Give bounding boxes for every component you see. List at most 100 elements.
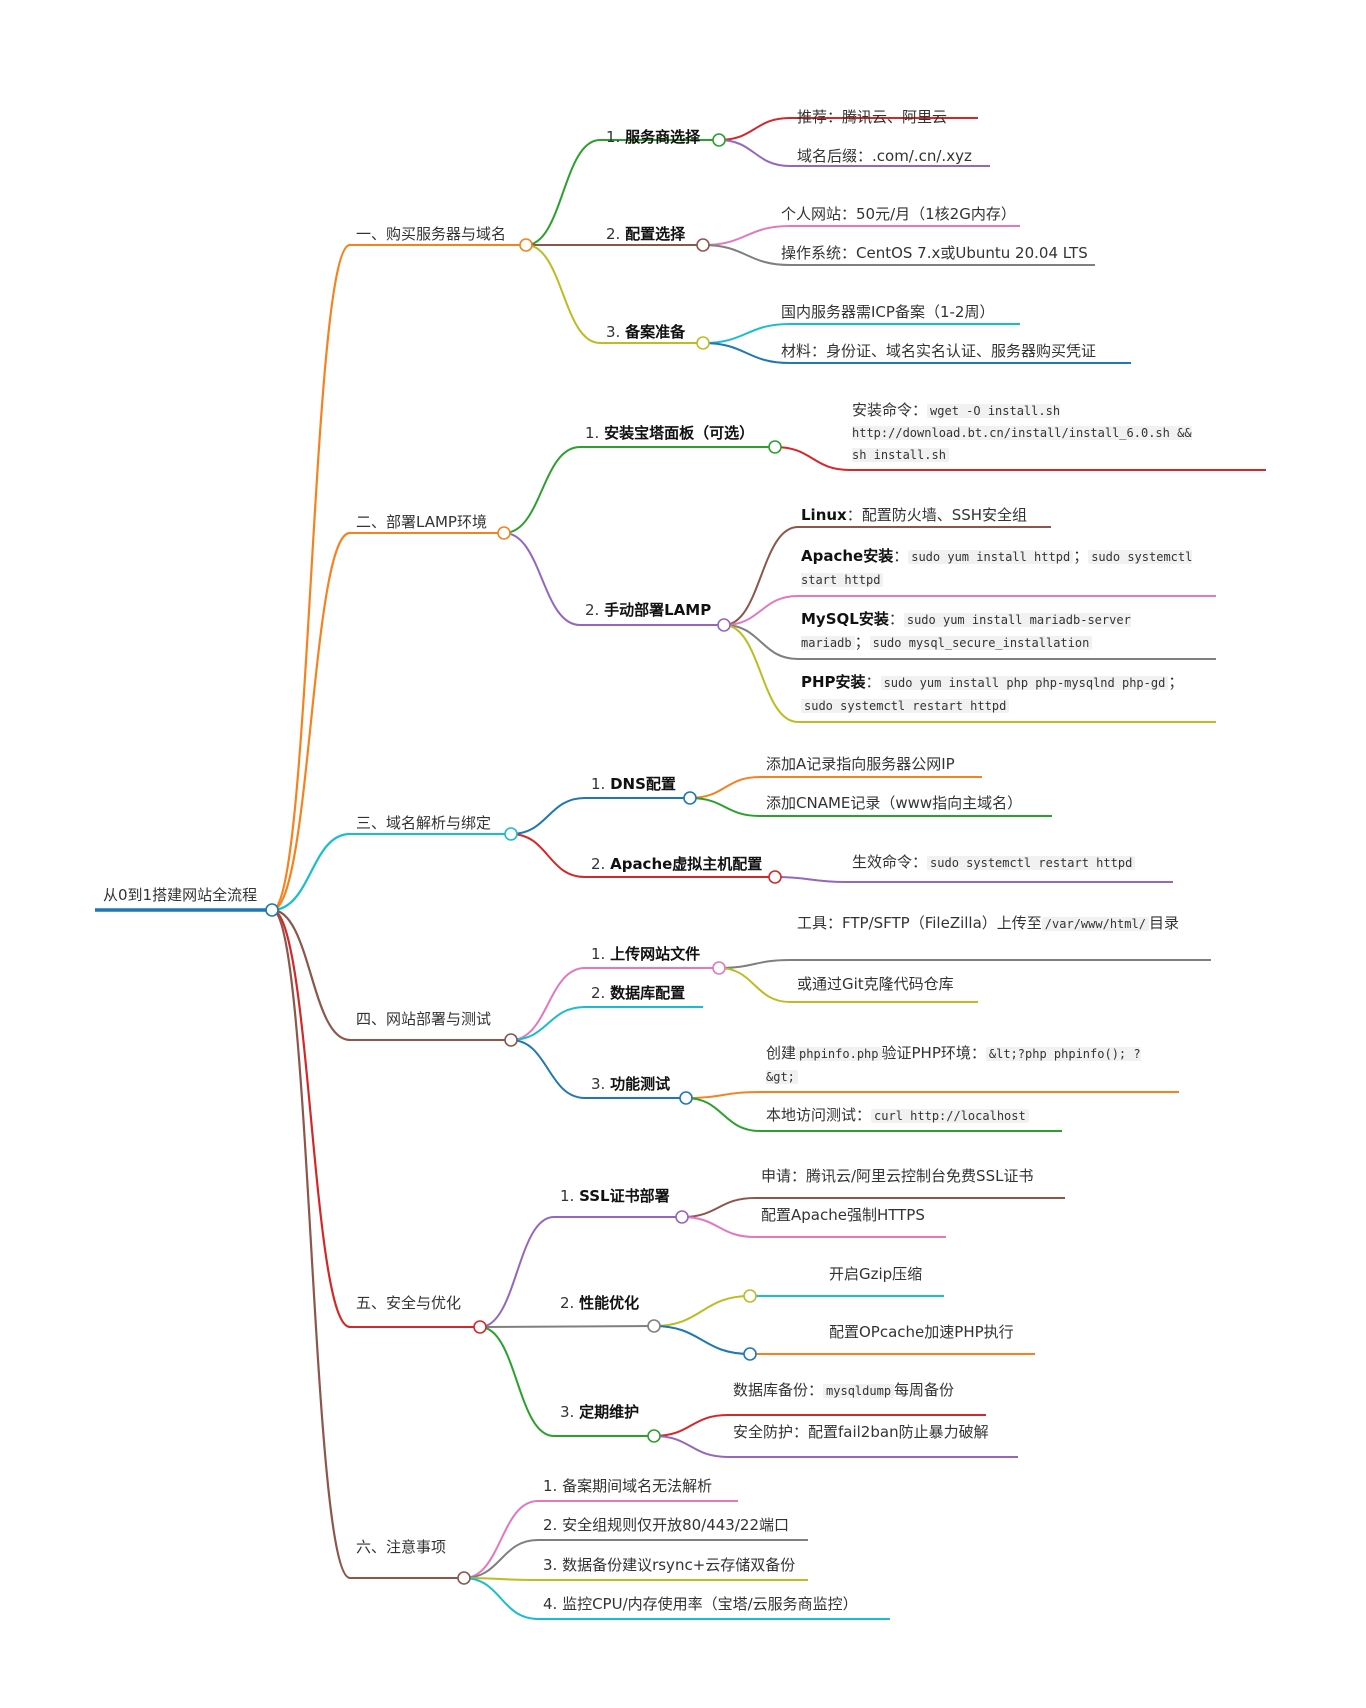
s3-n1-a: 添加A记录指向服务器公网IP	[766, 755, 955, 773]
s2-n2-label: 2. 手动部署LAMP	[585, 601, 712, 619]
sec3-root-edge	[271, 832, 351, 912]
s5n2-circle	[647, 1319, 661, 1333]
s4n1-edge	[510, 967, 586, 1041]
s4n3-circle	[679, 1091, 693, 1105]
s5-n2-b: 配置OPcache加速PHP执行	[829, 1323, 1014, 1341]
s1-n1-b: 域名后缀：.com/.cn/.xyz	[797, 147, 972, 165]
s2-n2-mysql: MySQL安装：sudo yum install mariadb-server …	[801, 610, 1131, 651]
s1n1-circle	[712, 133, 726, 147]
s1-n3-a: 国内服务器需ICP备案（1-2周）	[781, 303, 995, 321]
s6-item-1: 1. 备案期间域名无法解析	[543, 1477, 713, 1495]
s5n1-leaf-b	[681, 1216, 756, 1238]
s3-n1-label: 1. DNS配置	[591, 775, 676, 793]
s5n3-leaf-a	[653, 1414, 729, 1437]
s2-n1-label: 1. 安装宝塔面板（可选）	[585, 424, 755, 442]
s1-leaf-0-0	[718, 117, 791, 141]
s2n2-leaf-edge-3	[723, 624, 799, 723]
s5-n3-b: 安全防护：配置fail2ban防止暴力破解	[733, 1423, 989, 1441]
s5n2-leaf-a	[653, 1295, 751, 1327]
sec2-circle	[497, 526, 511, 540]
s1n3-edge	[525, 244, 601, 344]
section-6-label: 六、注意事项	[356, 1538, 447, 1556]
s4n1-circle	[712, 961, 726, 975]
s2-n2-php: PHP安装：sudo yum install php php-mysqlnd p…	[801, 673, 1184, 713]
s6-item-4: 4. 监控CPU/内存使用率（宝塔/云服务商监控）	[543, 1595, 858, 1613]
s3n2-leaf	[774, 876, 847, 883]
s2-n2-linux: Linux：配置防火墙、SSH安全组	[801, 506, 1028, 524]
s3n1-edge	[510, 797, 586, 835]
s1-n2-label: 2. 配置选择	[606, 225, 686, 243]
section-4-label: 四、网站部署与测试	[356, 1010, 492, 1028]
s3n1-leaf-b	[689, 797, 761, 817]
s1-leaf-2-0	[702, 323, 791, 344]
s5n3-leaf-b	[653, 1435, 729, 1458]
s4n1-leaf-a	[718, 959, 791, 969]
sec6-circle	[457, 1571, 471, 1585]
s2n1-circle	[768, 440, 782, 454]
s5n1-circle	[675, 1210, 689, 1224]
s2n2-circle	[717, 618, 731, 632]
s3-n1-b: 添加CNAME记录（www指向主域名）	[766, 794, 1023, 812]
s1-leaf-0-1	[718, 139, 791, 167]
s5n1-leaf-a	[681, 1197, 756, 1218]
s2-n1-cmd: 安装命令：wget -O install.sh http://download.…	[852, 401, 1192, 462]
s6-item-edge-0	[463, 1500, 539, 1579]
sec5-circle	[473, 1320, 487, 1334]
s4-n3-label: 3. 功能测试	[591, 1075, 671, 1093]
s5n3-circle	[647, 1429, 661, 1443]
s2n2-leaf-edge-1	[723, 595, 799, 626]
s5-n2-a: 开启Gzip压缩	[829, 1265, 923, 1283]
s4n2-edge	[510, 1006, 586, 1041]
s5-n1-b: 配置Apache强制HTTPS	[761, 1206, 925, 1224]
s6-item-edge-1	[463, 1539, 539, 1579]
sec1-root-edge	[271, 243, 351, 912]
section-5-label: 五、安全与优化	[356, 1294, 462, 1312]
s5n2-leaf-b	[653, 1325, 751, 1355]
s4-n1-a: 工具：FTP/SFTP（FileZilla）上传至/var/www/html/目…	[797, 914, 1179, 932]
sec1-circle	[519, 238, 533, 252]
section-2-label: 二、部署LAMP环境	[356, 513, 487, 531]
s6-item-3: 3. 数据备份建议rsync+云存储双备份	[543, 1556, 796, 1574]
s5n2a-circle	[743, 1289, 757, 1303]
s3-n2-label: 2. Apache虚拟主机配置	[591, 855, 763, 873]
s3n2-edge	[510, 833, 586, 878]
section-3-label: 三、域名解析与绑定	[356, 814, 492, 832]
s4-n1-b: 或通过Git克隆代码仓库	[797, 975, 954, 993]
s5-n3-label: 3. 定期维护	[560, 1403, 640, 1421]
sec6-root-edge	[271, 908, 351, 1580]
sec5-root-edge	[271, 908, 351, 1329]
s1-n1-label: 1. 服务商选择	[606, 128, 701, 146]
s4n3-leaf-b	[685, 1097, 761, 1132]
s4n3-edge	[510, 1039, 586, 1099]
s1-n1-a: 推荐：腾讯云、阿里云	[797, 108, 948, 126]
s1n3-circle	[696, 336, 710, 350]
s3n1-leaf-a	[689, 776, 761, 799]
sec2-root-edge	[271, 531, 351, 912]
s3n1-circle	[683, 791, 697, 805]
s4-n1-label: 1. 上传网站文件	[591, 945, 701, 963]
s1-leaf-1-1	[702, 244, 791, 266]
s5-n2-label: 2. 性能优化	[560, 1294, 640, 1312]
s5n3-edge	[479, 1326, 555, 1437]
s1n2-circle	[696, 238, 710, 252]
s5-n1-a: 申请：腾讯云/阿里云控制台免费SSL证书	[761, 1167, 1034, 1185]
s2n2-leaf-edge-0	[723, 526, 799, 626]
s5n1-edge	[479, 1216, 555, 1328]
section-1-label: 一、购买服务器与域名	[356, 225, 507, 243]
s5n2-underline	[479, 1325, 655, 1328]
s1-n3-label: 3. 备案准备	[606, 323, 686, 341]
root-node: 从0到1搭建网站全流程	[103, 886, 258, 904]
s3-n2-cmd: 生效命令：sudo systemctl restart httpd	[852, 852, 1136, 873]
s2n2-edge	[503, 532, 581, 626]
s2n1-edge	[503, 446, 581, 534]
root-circle	[265, 903, 279, 917]
sec4-circle	[504, 1033, 518, 1047]
s5-n1-label: 1. SSL证书部署	[560, 1187, 670, 1205]
s6-item-edge-3	[463, 1577, 539, 1620]
s1-n3-b: 材料：身份证、域名实名认证、服务器购买凭证	[781, 342, 1097, 360]
s4n1-leaf-b	[718, 967, 791, 1003]
sec3-circle	[504, 827, 518, 841]
